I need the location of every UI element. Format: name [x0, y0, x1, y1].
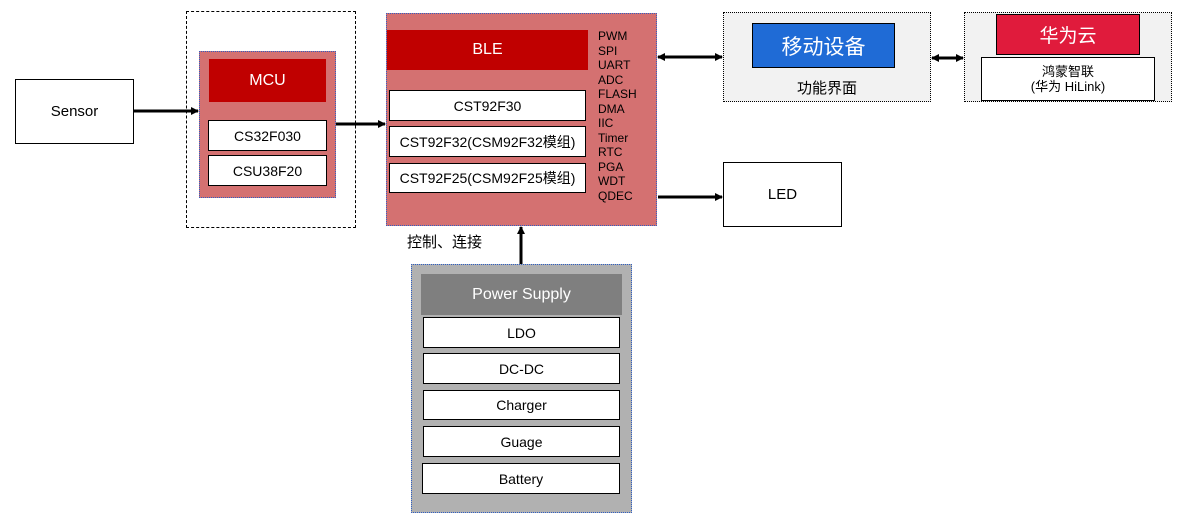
ble-chip: CST92F25(CSM92F25模组): [389, 163, 586, 193]
hilink-line1: 鸿蒙智联: [1041, 64, 1094, 79]
sensor-label: Sensor: [50, 103, 99, 120]
power-supply-title: Power Supply: [421, 274, 622, 315]
hilink-line2: (华为 HiLink): [1030, 79, 1106, 94]
peripheral-item: SPI: [598, 43, 618, 58]
mobile-device-subtitle: 功能界面: [796, 79, 857, 97]
mcu-chip: CSU38F20: [208, 155, 327, 186]
peripheral-item: FLASH: [598, 87, 637, 101]
led-block: LED: [723, 162, 842, 227]
peripheral-list: PWM SPI UART ADC FLASH DMA IIC Timer RTC…: [598, 29, 656, 203]
mcu-chip: CS32F030: [208, 120, 327, 151]
led-label: LED: [767, 186, 798, 203]
peripheral-item: PWM: [598, 29, 628, 43]
ble-title: BLE: [387, 30, 588, 70]
power-item: LDO: [423, 317, 620, 348]
power-item: Charger: [423, 390, 620, 420]
sensor-block: Sensor: [15, 79, 134, 144]
ble-block: BLE CST92F30 CST92F32(CSM92F32模组) CST92F…: [386, 13, 657, 226]
cloud-title: 华为云: [996, 14, 1140, 55]
peripheral-item: PGA: [598, 159, 624, 174]
ble-chip: CST92F30: [389, 90, 586, 121]
power-item: Guage: [423, 426, 620, 457]
control-connect-label: 控制、连接: [407, 234, 483, 251]
peripheral-item: UART: [598, 58, 631, 72]
power-item: DC-DC: [423, 353, 620, 384]
peripheral-item: Timer: [598, 130, 629, 145]
mcu-block: MCU CS32F030 CSU38F20: [199, 51, 336, 198]
mobile-device-title: 移动设备: [752, 23, 895, 68]
mobile-device-panel: 移动设备 功能界面: [723, 12, 931, 102]
hilink-box: 鸿蒙智联 (华为 HiLink): [981, 57, 1155, 101]
ble-chip: CST92F32(CSM92F32模组): [389, 126, 586, 157]
peripheral-item: WDT: [598, 174, 626, 188]
peripheral-item: IIC: [598, 116, 614, 130]
mcu-group-frame: [186, 11, 356, 228]
peripheral-item: ADC: [598, 72, 624, 87]
mcu-title: MCU: [209, 59, 326, 102]
power-supply-block: Power Supply LDO DC-DC Charger Guage Bat…: [411, 264, 632, 513]
peripheral-item: DMA: [598, 101, 625, 116]
peripheral-item: RTC: [598, 145, 623, 159]
cloud-panel: 华为云 鸿蒙智联 (华为 HiLink): [964, 12, 1172, 102]
peripheral-item: QDEC: [598, 188, 633, 203]
power-item: Battery: [422, 463, 620, 494]
